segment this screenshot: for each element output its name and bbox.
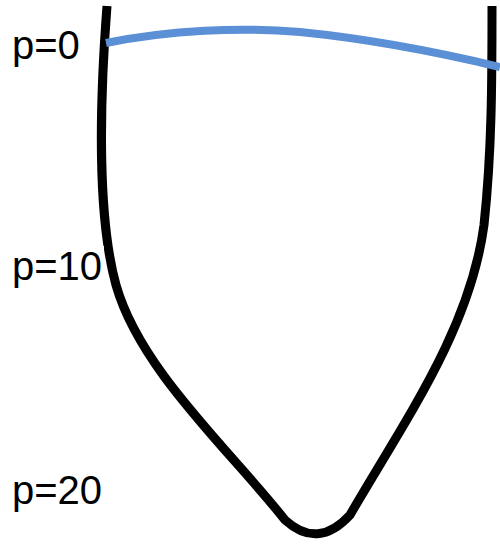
vessel-outline [102, 6, 492, 534]
liquid-surface [106, 30, 500, 67]
pressure-label: p=20 [10, 470, 104, 510]
pressure-label: p=10 [10, 246, 104, 286]
pressure-label: p=0 [10, 25, 82, 65]
